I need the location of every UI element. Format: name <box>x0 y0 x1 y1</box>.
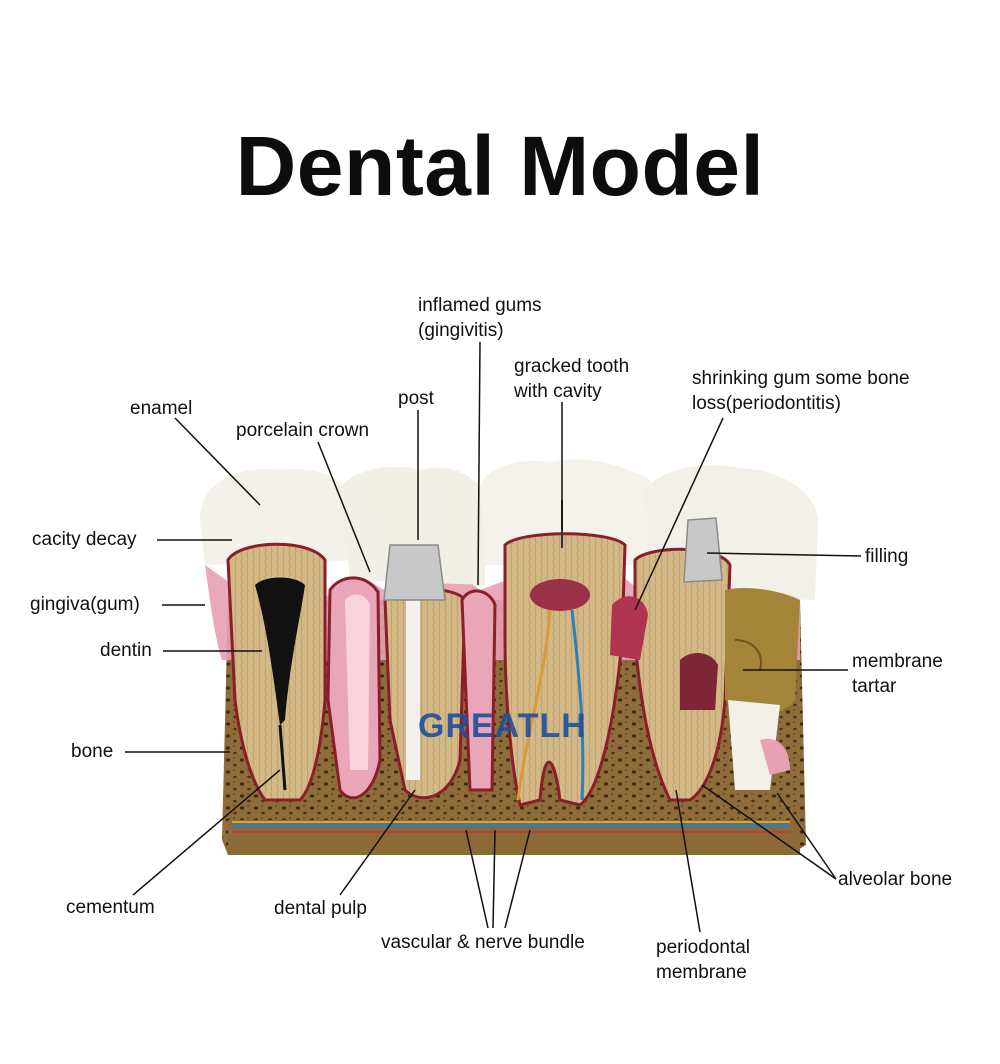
label-membrane-tartar-line1: membrane <box>852 651 943 672</box>
label-dentin: dentin <box>100 640 152 661</box>
leader-alveolar-2 <box>776 792 837 880</box>
tooth-cracked-molar <box>503 500 627 807</box>
leader-alveolar-1 <box>701 784 837 880</box>
tartar-deposit <box>725 588 800 715</box>
tooth-post <box>383 544 497 800</box>
label-dental-pulp: dental pulp <box>274 898 367 919</box>
label-shrinking-gum-line2: loss(periodontitis) <box>692 393 841 414</box>
metal-post-cap <box>383 544 446 601</box>
label-inflamed-gums-line2: (gingivitis) <box>418 320 504 341</box>
label-porcelain-crown: porcelain crown <box>236 420 370 441</box>
leader-periodontal <box>675 789 701 933</box>
label-enamel: enamel <box>130 398 193 419</box>
leader-vascular-1 <box>465 829 489 929</box>
page-title: Dental Model <box>235 119 765 213</box>
leader-inflamed-gums <box>477 341 481 586</box>
leader-shrinking-gum <box>634 417 724 611</box>
label-cracked-tooth-line2: with cavity <box>514 381 602 402</box>
label-post: post <box>398 388 434 409</box>
inflamed-gum-spot <box>610 596 648 660</box>
metal-filling <box>683 517 723 583</box>
tooth-decayed <box>226 542 327 802</box>
label-membrane-tartar-line2: tartar <box>852 676 897 697</box>
label-vascular-nerve-bundle: vascular & nerve bundle <box>381 932 585 953</box>
label-shrinking-gum-line1: shrinking gum some bone <box>692 368 910 389</box>
tooth-filling <box>610 517 800 802</box>
leader-cementum <box>132 769 281 896</box>
leader-lines <box>125 341 862 933</box>
label-bone: bone <box>71 741 114 762</box>
label-gingiva: gingiva(gum) <box>30 594 140 615</box>
leader-enamel <box>174 417 261 506</box>
label-cavity-decay: cacity decay <box>32 529 137 550</box>
label-cracked-tooth-line1: gracked tooth <box>514 356 630 377</box>
label-periodontal-line2: membrane <box>656 962 747 983</box>
label-alveolar-bone: alveolar bone <box>838 869 953 890</box>
leader-filling <box>706 552 862 557</box>
leader-vascular-3 <box>504 829 531 929</box>
tooth-porcelain-crown <box>326 576 382 800</box>
label-cementum: cementum <box>66 897 155 918</box>
leader-porcelain-crown <box>317 441 371 573</box>
label-inflamed-gums-line1: inflamed gums <box>418 295 542 316</box>
label-filling: filling <box>865 546 909 567</box>
brand-watermark: GREATLH <box>418 707 587 745</box>
leader-vascular-2 <box>492 829 496 929</box>
leader-dental-pulp <box>339 789 416 896</box>
label-periodontal-line1: periodontal <box>656 937 751 958</box>
